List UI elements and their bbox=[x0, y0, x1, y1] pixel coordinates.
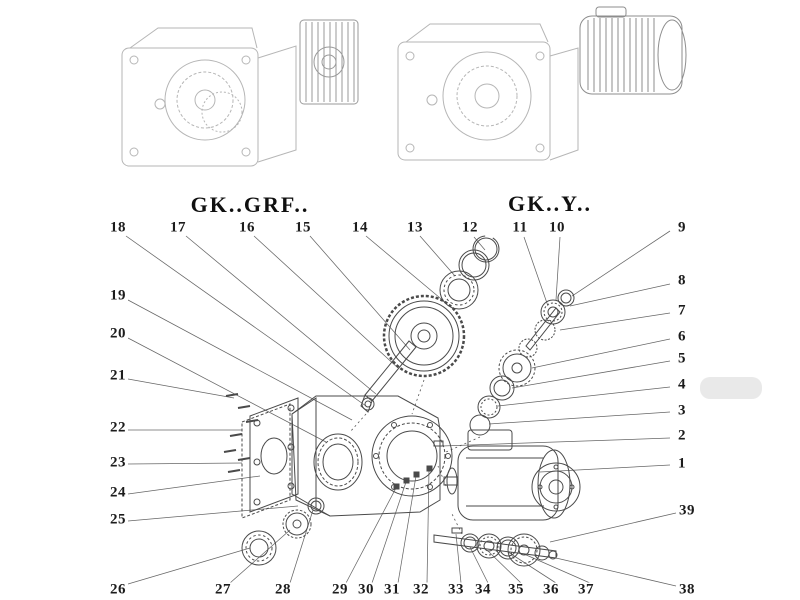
part-output-shaft-assembly bbox=[433, 527, 558, 567]
leader-lines bbox=[125, 230, 677, 587]
part-callout-2: 2 bbox=[676, 427, 688, 444]
part-callout-36: 36 bbox=[541, 581, 561, 598]
part-callout-6: 6 bbox=[676, 328, 688, 345]
part-callout-24: 24 bbox=[108, 484, 128, 501]
part-callout-18: 18 bbox=[108, 219, 128, 236]
part-callout-17: 17 bbox=[168, 219, 188, 236]
part-callout-35: 35 bbox=[506, 581, 526, 598]
part-callout-14: 14 bbox=[350, 219, 370, 236]
part-callout-31: 31 bbox=[382, 581, 402, 598]
part-callout-12: 12 bbox=[460, 219, 480, 236]
part-lower-left-bearing-gear bbox=[241, 497, 325, 566]
part-callout-38: 38 bbox=[677, 581, 697, 598]
part-callout-4: 4 bbox=[676, 376, 688, 393]
part-callout-34: 34 bbox=[473, 581, 493, 598]
part-callout-29: 29 bbox=[330, 581, 350, 598]
part-callout-10: 10 bbox=[547, 219, 567, 236]
part-callout-3: 3 bbox=[676, 402, 688, 419]
part-main-gear-and-shaft bbox=[360, 294, 466, 413]
part-callout-13: 13 bbox=[405, 219, 425, 236]
part-housing-fasteners bbox=[393, 440, 444, 490]
part-callout-32: 32 bbox=[411, 581, 431, 598]
variant-label-y: GK..Y.. bbox=[507, 191, 593, 216]
part-callout-9: 9 bbox=[676, 219, 688, 236]
part-bolts bbox=[223, 393, 259, 473]
part-intermediate-gear-stack bbox=[469, 349, 536, 436]
part-callout-23: 23 bbox=[108, 454, 128, 471]
part-callout-30: 30 bbox=[356, 581, 376, 598]
part-callout-8: 8 bbox=[676, 272, 688, 289]
assembly-axis-lines bbox=[349, 379, 481, 535]
watermark bbox=[700, 377, 762, 399]
part-callout-37: 37 bbox=[576, 581, 596, 598]
part-callout-11: 11 bbox=[510, 219, 530, 236]
part-callout-28: 28 bbox=[273, 581, 293, 598]
part-pinion-shaft-chain bbox=[518, 289, 575, 358]
part-callout-19: 19 bbox=[108, 287, 128, 304]
part-flange-plate bbox=[241, 397, 299, 519]
part-callout-22: 22 bbox=[108, 419, 128, 436]
part-callout-25: 25 bbox=[108, 511, 128, 528]
gearbox-drawing-grf bbox=[121, 19, 359, 167]
part-upper-bearing-rings bbox=[439, 235, 500, 310]
part-callout-20: 20 bbox=[108, 325, 128, 342]
gearbox-drawing-y bbox=[397, 6, 687, 161]
part-callout-5: 5 bbox=[676, 350, 688, 367]
part-callout-26: 26 bbox=[108, 581, 128, 598]
part-callout-15: 15 bbox=[293, 219, 313, 236]
exploded-view bbox=[223, 235, 581, 567]
variant-label-grf: GK..GRF.. bbox=[190, 192, 310, 217]
part-callout-39: 39 bbox=[677, 502, 697, 519]
part-callout-1: 1 bbox=[676, 455, 688, 472]
part-motor bbox=[443, 429, 581, 521]
part-callout-33: 33 bbox=[446, 581, 466, 598]
part-callout-21: 21 bbox=[108, 367, 128, 384]
motor-drawing bbox=[579, 6, 687, 95]
part-callout-16: 16 bbox=[237, 219, 257, 236]
part-callout-27: 27 bbox=[213, 581, 233, 598]
part-callout-7: 7 bbox=[676, 302, 688, 319]
